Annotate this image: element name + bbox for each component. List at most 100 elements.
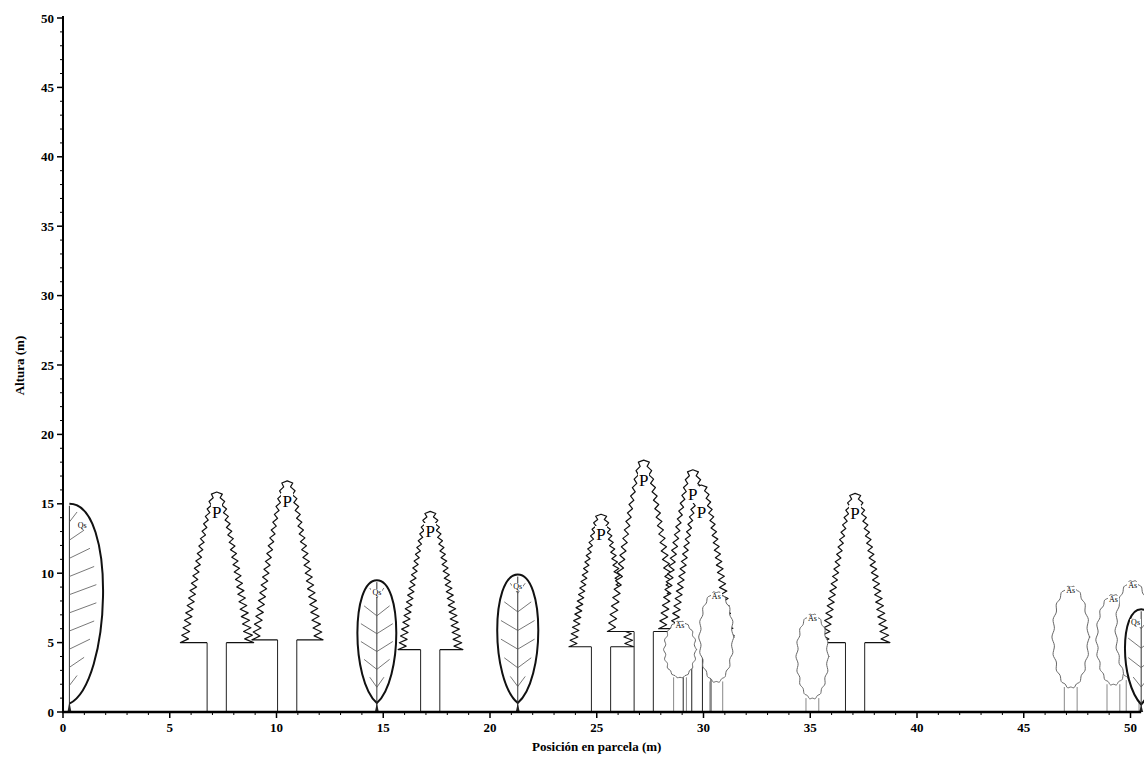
axis-tick-label: 0 [60, 721, 67, 734]
y-tick [57, 364, 63, 366]
axis-title: Posición en parcela (m) [532, 740, 661, 753]
tree [497, 575, 538, 712]
crown-vein [518, 639, 535, 649]
crown-vein [69, 566, 94, 576]
y-tick [60, 462, 63, 463]
crown-vein [69, 548, 90, 558]
y-tick [57, 295, 63, 297]
crown-vein [518, 621, 535, 631]
species-code: P [638, 472, 649, 489]
crown-vein [69, 639, 90, 649]
y-tick [57, 17, 63, 19]
y-tick [57, 87, 63, 89]
crown-vein [504, 602, 517, 612]
crown-vein [1133, 677, 1141, 687]
x-tick [767, 712, 768, 715]
x-tick [105, 712, 106, 715]
crown-vein [1141, 638, 1144, 648]
y-tick [60, 101, 63, 102]
species-code: P [849, 505, 860, 522]
axis-tick-label: 15 [41, 497, 54, 510]
y-tick [60, 253, 63, 254]
crown-vein [377, 677, 384, 687]
axis-tick-label: 10 [41, 567, 54, 580]
axis-tick-label: 45 [1017, 721, 1030, 734]
y-tick [60, 170, 63, 171]
y-tick [57, 434, 63, 436]
y-tick [57, 503, 63, 505]
pine-crown [252, 481, 323, 640]
crown-midrib [517, 577, 518, 709]
x-tick [660, 712, 661, 715]
species-code: As [675, 622, 686, 630]
x-tick [255, 712, 256, 715]
axis-tick-label: 15 [377, 721, 390, 734]
species-code: Qs [1130, 619, 1141, 627]
species-code: P [696, 504, 707, 521]
tree [699, 592, 735, 712]
y-tick [60, 337, 63, 338]
x-tick [383, 712, 385, 718]
crown-vein [1128, 638, 1141, 648]
tree [821, 493, 890, 712]
axis-tick-label: 5 [167, 721, 174, 734]
crown-vein [1141, 619, 1144, 629]
tree [607, 460, 680, 712]
y-tick [60, 476, 63, 477]
x-tick [1130, 712, 1132, 718]
y-tick [60, 531, 63, 532]
x-tick [447, 712, 448, 715]
y-tick [60, 628, 63, 629]
crown-vein [361, 642, 377, 652]
y-tick [60, 517, 63, 518]
species-code: P [281, 493, 292, 510]
crown-vein [69, 676, 77, 686]
y-tick [60, 212, 63, 213]
y-tick [60, 545, 63, 546]
x-tick [938, 712, 939, 715]
x-tick [489, 712, 491, 718]
axis-tick-label: 50 [41, 12, 54, 25]
y-tick [60, 392, 63, 393]
y-tick [60, 684, 63, 685]
x-tick [1087, 712, 1088, 715]
x-tick [810, 712, 812, 718]
x-tick [596, 712, 598, 718]
crown-vein [69, 603, 96, 613]
crown-vein [1128, 658, 1141, 668]
crown-vein [1141, 658, 1144, 668]
x-tick [191, 712, 192, 715]
y-tick [60, 448, 63, 449]
pine-crown [398, 511, 463, 649]
axis-tick-label: 30 [697, 721, 710, 734]
y-tick [60, 698, 63, 699]
tree-trunk [805, 698, 806, 712]
tree [1052, 586, 1090, 712]
y-tick [57, 572, 63, 574]
y-tick [60, 129, 63, 130]
tree [357, 580, 396, 712]
crown-vein [377, 624, 393, 634]
aspen-crown [664, 621, 697, 677]
tree-trunk [610, 647, 611, 712]
y-tick [60, 406, 63, 407]
x-tick [297, 712, 298, 715]
tree-trunk [722, 681, 723, 712]
x-tick [554, 712, 555, 715]
y-tick [57, 642, 63, 644]
y-tick [57, 225, 63, 227]
axis-tick-label: 35 [804, 721, 817, 734]
pine-crown [180, 492, 253, 643]
tree [1125, 609, 1144, 712]
x-tick [682, 712, 683, 715]
crown-vein [510, 676, 517, 686]
y-tick [60, 281, 63, 282]
x-tick [575, 712, 576, 715]
tree-trunk [845, 643, 846, 712]
y-tick [60, 489, 63, 490]
aspen-crown [699, 592, 735, 682]
x-tick [212, 712, 213, 715]
x-tick [319, 712, 320, 715]
x-tick [84, 712, 85, 715]
